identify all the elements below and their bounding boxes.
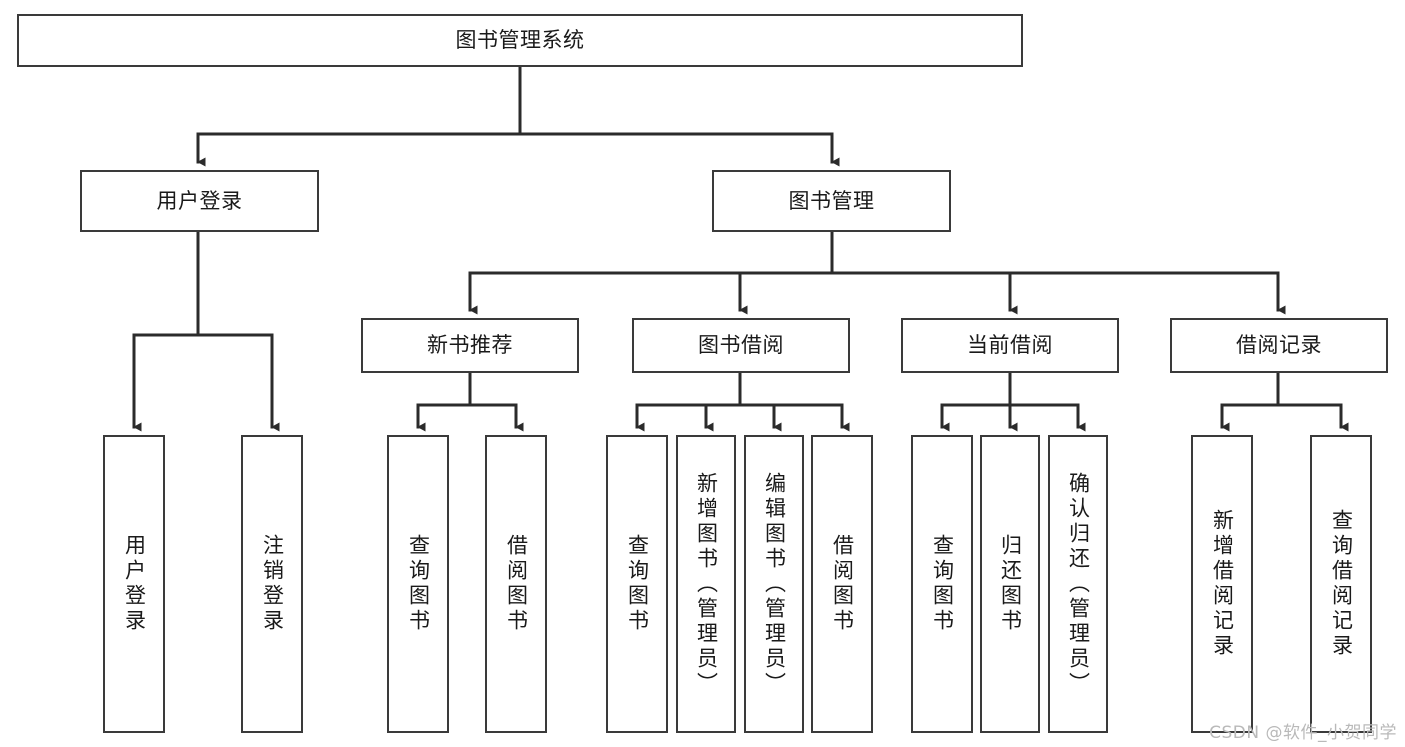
- node-current-borrow[interactable]: 当前借阅: [901, 318, 1119, 373]
- node-leaf-edit-book-admin[interactable]: 编辑图书（管理员）: [744, 435, 804, 733]
- node-label: 借阅图书: [830, 534, 855, 634]
- node-label: 借阅图书: [504, 534, 529, 634]
- node-leaf-query-book-2[interactable]: 查询图书: [606, 435, 668, 733]
- node-label: 借阅记录: [1236, 333, 1322, 358]
- node-label: 图书借阅: [698, 333, 784, 358]
- node-leaf-add-borrow-record[interactable]: 新增借阅记录: [1191, 435, 1253, 733]
- node-label: 用户登录: [122, 534, 147, 634]
- node-book-management[interactable]: 图书管理: [712, 170, 951, 232]
- watermark-text: CSDN @软件_小贺同学: [1209, 723, 1397, 743]
- node-book-borrow[interactable]: 图书借阅: [632, 318, 850, 373]
- node-label: 确认归还（管理员）: [1066, 471, 1091, 697]
- node-label: 图书管理系统: [455, 28, 585, 53]
- node-new-book-recommend[interactable]: 新书推荐: [361, 318, 579, 373]
- node-label: 当前借阅: [967, 333, 1053, 358]
- node-leaf-add-book-admin[interactable]: 新增图书（管理员）: [676, 435, 736, 733]
- node-label: 归还图书: [998, 534, 1023, 634]
- node-leaf-query-book-1[interactable]: 查询图书: [387, 435, 449, 733]
- node-user-login[interactable]: 用户登录: [80, 170, 319, 232]
- node-leaf-user-login[interactable]: 用户登录: [103, 435, 165, 733]
- node-leaf-borrow-book-1[interactable]: 借阅图书: [485, 435, 547, 733]
- node-label: 新增借阅记录: [1210, 509, 1235, 659]
- node-label: 查询图书: [406, 534, 431, 634]
- node-root-system[interactable]: 图书管理系统: [17, 14, 1023, 67]
- node-leaf-query-borrow-record[interactable]: 查询借阅记录: [1310, 435, 1372, 733]
- node-label: 新书推荐: [427, 333, 513, 358]
- node-label: 新增图书（管理员）: [694, 471, 719, 697]
- node-borrow-record[interactable]: 借阅记录: [1170, 318, 1388, 373]
- node-label: 用户登录: [156, 188, 243, 213]
- node-leaf-query-book-3[interactable]: 查询图书: [911, 435, 973, 733]
- node-leaf-return-book[interactable]: 归还图书: [980, 435, 1040, 733]
- node-leaf-borrow-book-2[interactable]: 借阅图书: [811, 435, 873, 733]
- node-leaf-logout[interactable]: 注销登录: [241, 435, 303, 733]
- node-label: 注销登录: [260, 534, 285, 634]
- node-label: 查询图书: [625, 534, 650, 634]
- node-label: 查询借阅记录: [1329, 509, 1354, 659]
- node-label: 编辑图书（管理员）: [762, 471, 787, 697]
- node-leaf-confirm-return-admin[interactable]: 确认归还（管理员）: [1048, 435, 1108, 733]
- node-label: 查询图书: [930, 534, 955, 634]
- node-label: 图书管理: [788, 188, 875, 213]
